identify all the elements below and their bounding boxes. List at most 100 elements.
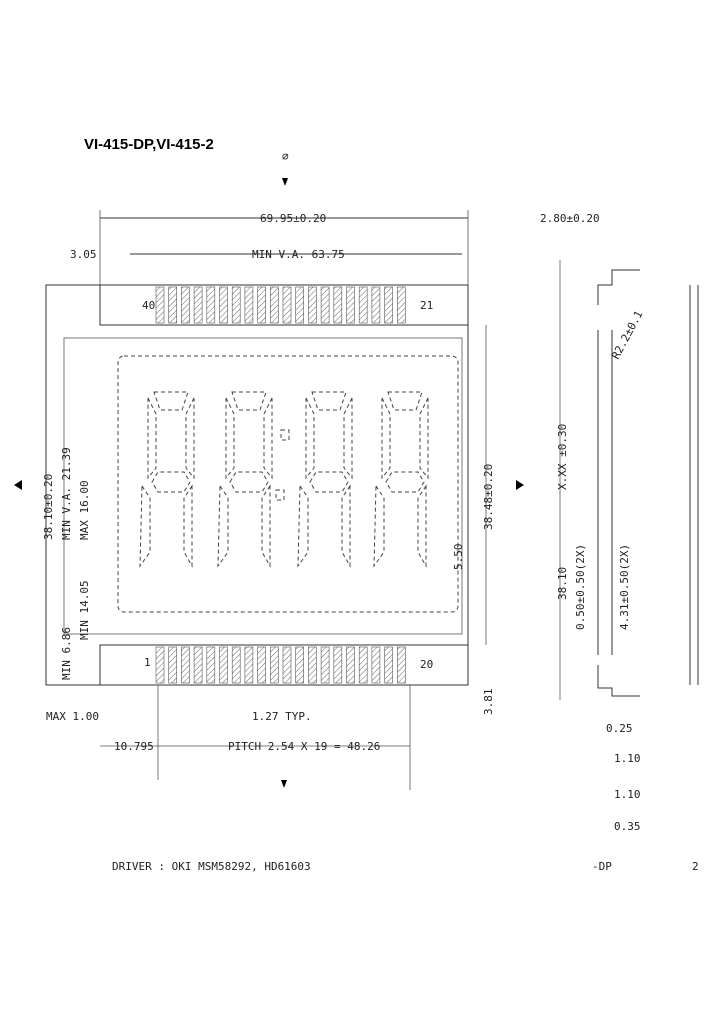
driver-note: DRIVER : OKI MSM58292, HD61603 — [112, 860, 311, 873]
dim-digit-height: MAX 16.00 — [78, 480, 91, 540]
digit-segment — [343, 397, 353, 480]
dim-pitch: PITCH 2.54 X 19 = 48.26 — [228, 740, 380, 753]
dim-digit-gap: 5.50 — [452, 544, 465, 571]
pin-pad — [193, 286, 203, 324]
pin-pad — [371, 286, 381, 324]
side-pin-length: 4.31±0.50(2X) — [618, 544, 631, 630]
digit-segment — [373, 484, 385, 568]
digit-segment — [341, 484, 351, 568]
side-pin-width: 0.50±0.50(2X) — [574, 544, 587, 630]
dim-bottom-margin: 3.81 — [482, 689, 495, 716]
pin-pad — [371, 646, 381, 684]
digit-segment — [309, 471, 349, 493]
side-d4: 0.35 — [614, 820, 641, 833]
view-area-frame — [63, 337, 463, 635]
pin-pad — [269, 646, 279, 684]
pin-pad — [396, 646, 406, 684]
digit-segment — [217, 484, 229, 568]
pin-pad — [295, 646, 305, 684]
pin-label-20: 20 — [420, 658, 433, 671]
pin-label-21: 21 — [420, 299, 433, 312]
center-arrow-right — [516, 480, 524, 490]
lcd-outline — [45, 284, 469, 686]
pin-pad — [295, 286, 305, 324]
pin-pad — [206, 646, 216, 684]
digit-segment — [139, 484, 151, 568]
pin-pad — [282, 646, 292, 684]
side-tolerance: X.XX ±0.30 — [556, 424, 569, 490]
dim-pin-row-height: MIN 14.05 — [78, 580, 91, 640]
digit-segment — [263, 397, 273, 480]
pin-pad — [231, 286, 241, 324]
side-radius: R2.2±0.1 — [609, 309, 645, 362]
digit-segment — [297, 484, 309, 568]
pin-pad — [384, 646, 393, 684]
dim-pitch-small: 1.27 TYP. — [252, 710, 312, 723]
pin-pad — [308, 286, 317, 324]
digit-segment — [185, 397, 195, 480]
side-height: 38.10 — [556, 567, 569, 600]
pin-pad — [320, 286, 330, 324]
pin-pad — [346, 646, 355, 684]
dim-overall-width: 69.95±0.20 — [260, 212, 326, 225]
dim-bottom-min: MIN 6.86 — [60, 627, 73, 680]
pin-pad — [181, 286, 190, 324]
pin-label-1: 1 — [144, 656, 151, 669]
digit-segment — [151, 471, 191, 493]
colon-dot-top — [280, 429, 290, 441]
pin-pad — [333, 646, 343, 684]
pin-pad — [231, 646, 241, 684]
pin-pad — [155, 286, 165, 324]
pin-pad — [219, 286, 228, 324]
digit-segment — [153, 391, 189, 411]
pin-pad — [333, 286, 343, 324]
dim-pin-span: 38.48±0.20 — [482, 464, 495, 530]
active-area-frame — [117, 355, 459, 613]
pin-pad — [168, 646, 177, 684]
pin-pad — [346, 286, 355, 324]
side-d3: 1.10 — [614, 788, 641, 801]
center-arrow-bottom — [281, 780, 287, 788]
digit-segment — [261, 484, 271, 568]
digit-segment — [183, 484, 193, 568]
pin-pad — [219, 646, 228, 684]
digit-segment — [381, 397, 391, 480]
pin-pad — [358, 646, 368, 684]
pin-pad — [168, 286, 177, 324]
digit-segment — [305, 397, 315, 480]
digit-segment — [387, 391, 423, 411]
pin-pad — [193, 646, 203, 684]
pin-pad — [269, 286, 279, 324]
center-arrow-left — [14, 480, 22, 490]
dim-view-area-width: MIN V.A. 63.75 — [252, 248, 345, 261]
side-top-pin — [597, 269, 640, 305]
top-pins — [155, 286, 406, 324]
digit-segment — [231, 391, 267, 411]
digit-segment — [385, 471, 425, 493]
dim-first-pin-offset: 10.795 — [114, 740, 154, 753]
side-bottom-pin — [597, 665, 640, 697]
bottom-pin-strip — [99, 644, 469, 686]
digit-segment — [417, 484, 427, 568]
pin-pad — [155, 646, 165, 684]
digit-segment — [229, 471, 269, 493]
pin-pad — [282, 286, 292, 324]
side-d2: 1.10 — [614, 752, 641, 765]
pin-pad — [384, 286, 393, 324]
pin-pad — [244, 646, 254, 684]
dim-left-offset: 3.05 — [70, 248, 97, 261]
pin-pad — [257, 286, 266, 324]
pin-pad — [244, 286, 254, 324]
digit-segment — [147, 397, 157, 480]
dim-view-area-height: MIN V.A. 21.39 — [60, 447, 73, 540]
pin-pad — [181, 646, 190, 684]
pin-pad — [257, 646, 266, 684]
colon-dot-bottom — [275, 489, 285, 501]
digit-segment — [311, 391, 347, 411]
side-thickness: 2.80±0.20 — [540, 212, 600, 225]
center-arrow-top — [282, 178, 288, 186]
pin-label-40: 40 — [142, 299, 155, 312]
page-number: 2 — [692, 860, 699, 873]
side-d1: 0.25 — [606, 722, 633, 735]
